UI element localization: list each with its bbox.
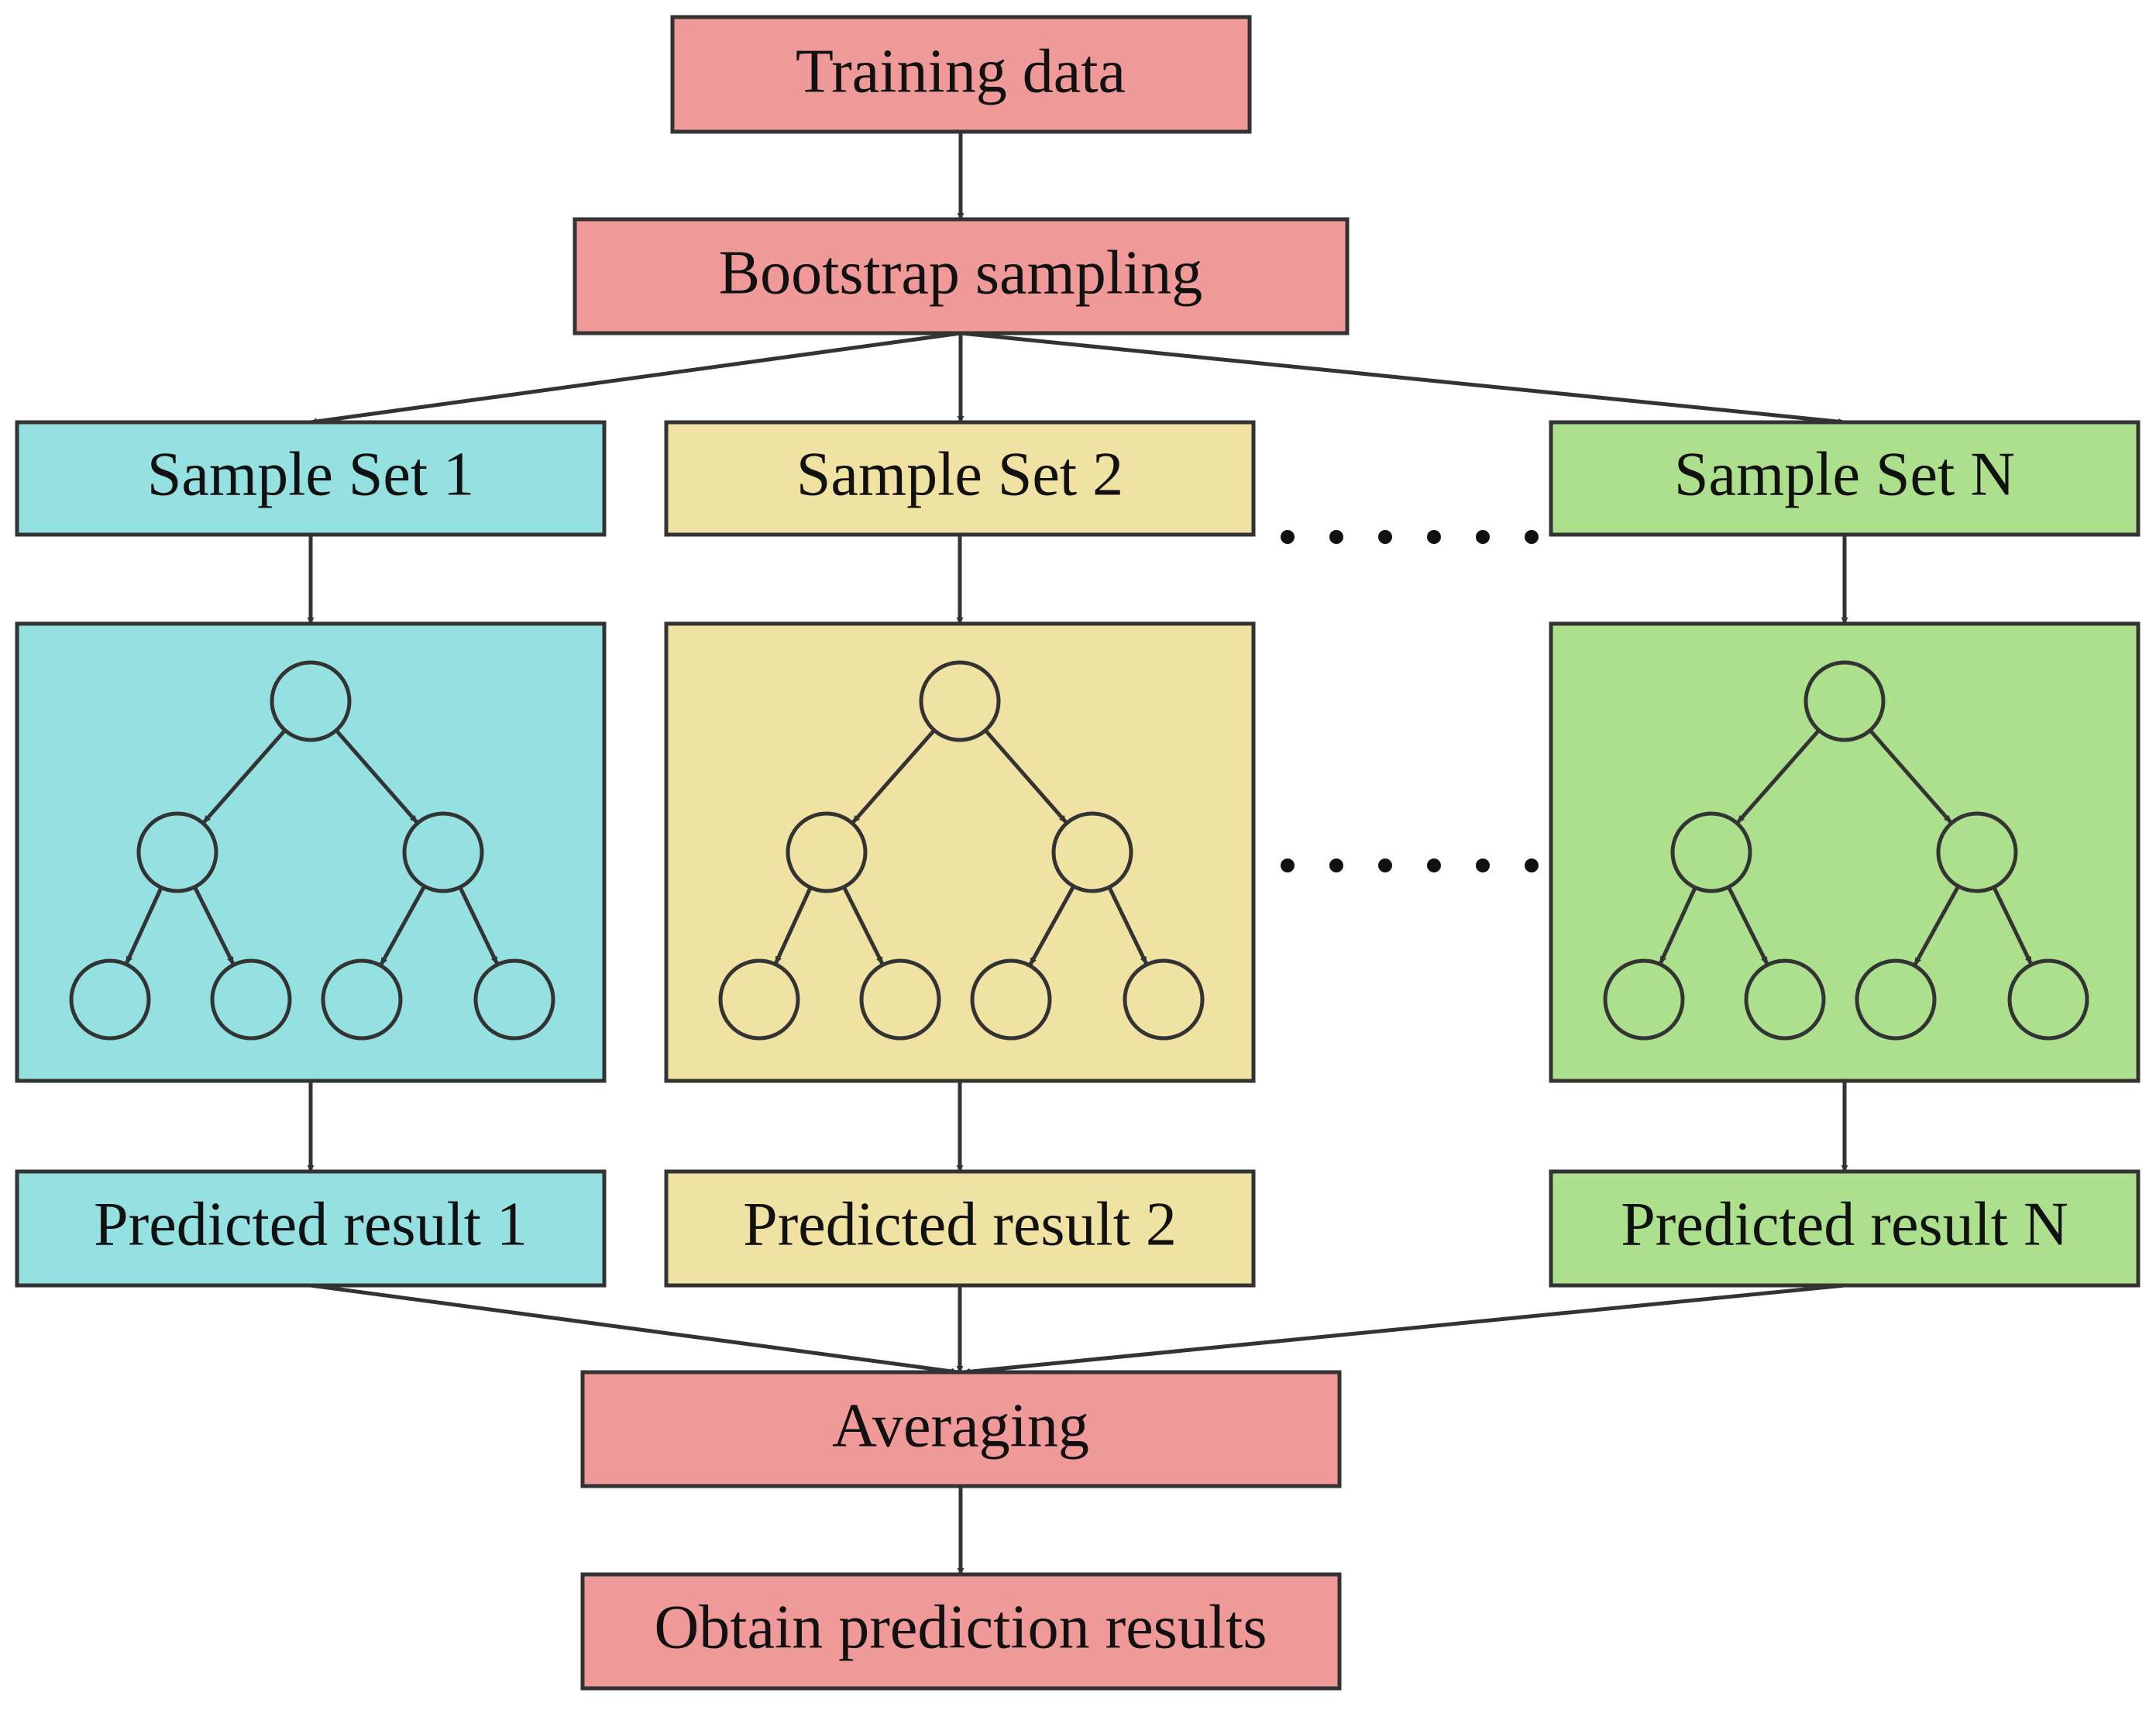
tree-node: [1670, 811, 1752, 893]
tree-edge: [193, 886, 235, 965]
decision-tree-2: [718, 660, 1205, 1041]
flow-arrow: [310, 331, 961, 425]
training-data-node: Training data: [670, 15, 1252, 134]
bootstrap-sampling-label: Bootstrap sampling: [719, 239, 1202, 307]
tree-edge: [335, 728, 418, 824]
connectors: [307, 132, 1848, 1575]
flow-arrow: [960, 331, 1845, 425]
predicted-result-n-node: Predicted result N: [1549, 1169, 2141, 1288]
tree-node: [136, 811, 218, 893]
tree-node: [919, 660, 1001, 742]
tree-node: [786, 811, 868, 893]
tree-edge: [1107, 886, 1148, 965]
ellipsis-dots-middle: [1281, 858, 1539, 872]
tree-edge: [1913, 885, 1961, 965]
tree-edge: [125, 886, 163, 964]
averaging-label: Averaging: [832, 1392, 1089, 1460]
averaging-node: Averaging: [580, 1370, 1342, 1488]
obtain-results-node: Obtain prediction results: [580, 1572, 1342, 1691]
predicted-result-2-node: Predicted result 2: [664, 1169, 1256, 1288]
tree-node: [321, 958, 403, 1041]
tree-node: [1744, 958, 1826, 1041]
sample-set-2-label: Sample Set 2: [796, 440, 1123, 508]
tree-node: [1603, 958, 1685, 1041]
decision-tree-n: [1603, 660, 2089, 1041]
tree-node: [1855, 958, 1937, 1041]
tree-node: [69, 958, 151, 1041]
flow-arrow: [310, 1283, 958, 1375]
tree-panel-2: [664, 621, 1256, 1083]
predicted-result-n-label: Predicted result N: [1621, 1190, 2068, 1258]
tree-panel-n: [1549, 621, 2141, 1083]
tree-edge: [774, 886, 813, 964]
tree-node: [1051, 811, 1133, 893]
tree-node: [2007, 958, 2089, 1041]
sample-set-1-node: Sample Set 1: [15, 420, 607, 537]
predicted-result-1-label: Predicted result 1: [94, 1190, 528, 1258]
tree-edge: [842, 886, 884, 965]
tree-node: [1123, 958, 1205, 1041]
tree-edge: [1727, 886, 1769, 965]
tree-edge: [1736, 728, 1821, 824]
decision-tree-1: [69, 660, 555, 1041]
tree-edge: [202, 728, 287, 824]
sample-set-n-node: Sample Set N: [1549, 420, 2141, 537]
tree-panel-1: [15, 621, 607, 1083]
predicted-result-1-node: Predicted result 1: [15, 1169, 607, 1288]
ellipsis-dots-top: [1281, 530, 1539, 544]
sample-set-n-label: Sample Set N: [1674, 440, 2015, 508]
tree-edge: [1659, 886, 1697, 964]
tree-node: [1804, 660, 1886, 742]
sample-set-1-label: Sample Set 1: [147, 440, 474, 508]
tree-edge: [1028, 885, 1076, 965]
sample-set-2-node: Sample Set 2: [664, 420, 1256, 537]
tree-edge: [379, 885, 427, 965]
tree-edge: [1992, 886, 2033, 965]
tree-node: [402, 811, 484, 893]
tree-node: [270, 660, 352, 742]
tree-node: [718, 958, 800, 1041]
tree-edge: [458, 886, 499, 965]
predicted-result-2-label: Predicted result 2: [743, 1190, 1177, 1258]
obtain-results-label: Obtain prediction results: [655, 1593, 1267, 1661]
tree-node: [1936, 811, 2018, 893]
tree-node: [210, 958, 292, 1041]
tree-edge: [1869, 728, 1952, 824]
tree-node: [859, 958, 941, 1041]
flow-arrow: [963, 1283, 1845, 1375]
tree-edge: [984, 728, 1068, 824]
tree-edge: [851, 728, 936, 824]
tree-node: [970, 958, 1052, 1041]
tree-node: [473, 958, 555, 1041]
bootstrap-sampling-node: Bootstrap sampling: [573, 217, 1350, 335]
training-data-label: Training data: [796, 37, 1126, 105]
